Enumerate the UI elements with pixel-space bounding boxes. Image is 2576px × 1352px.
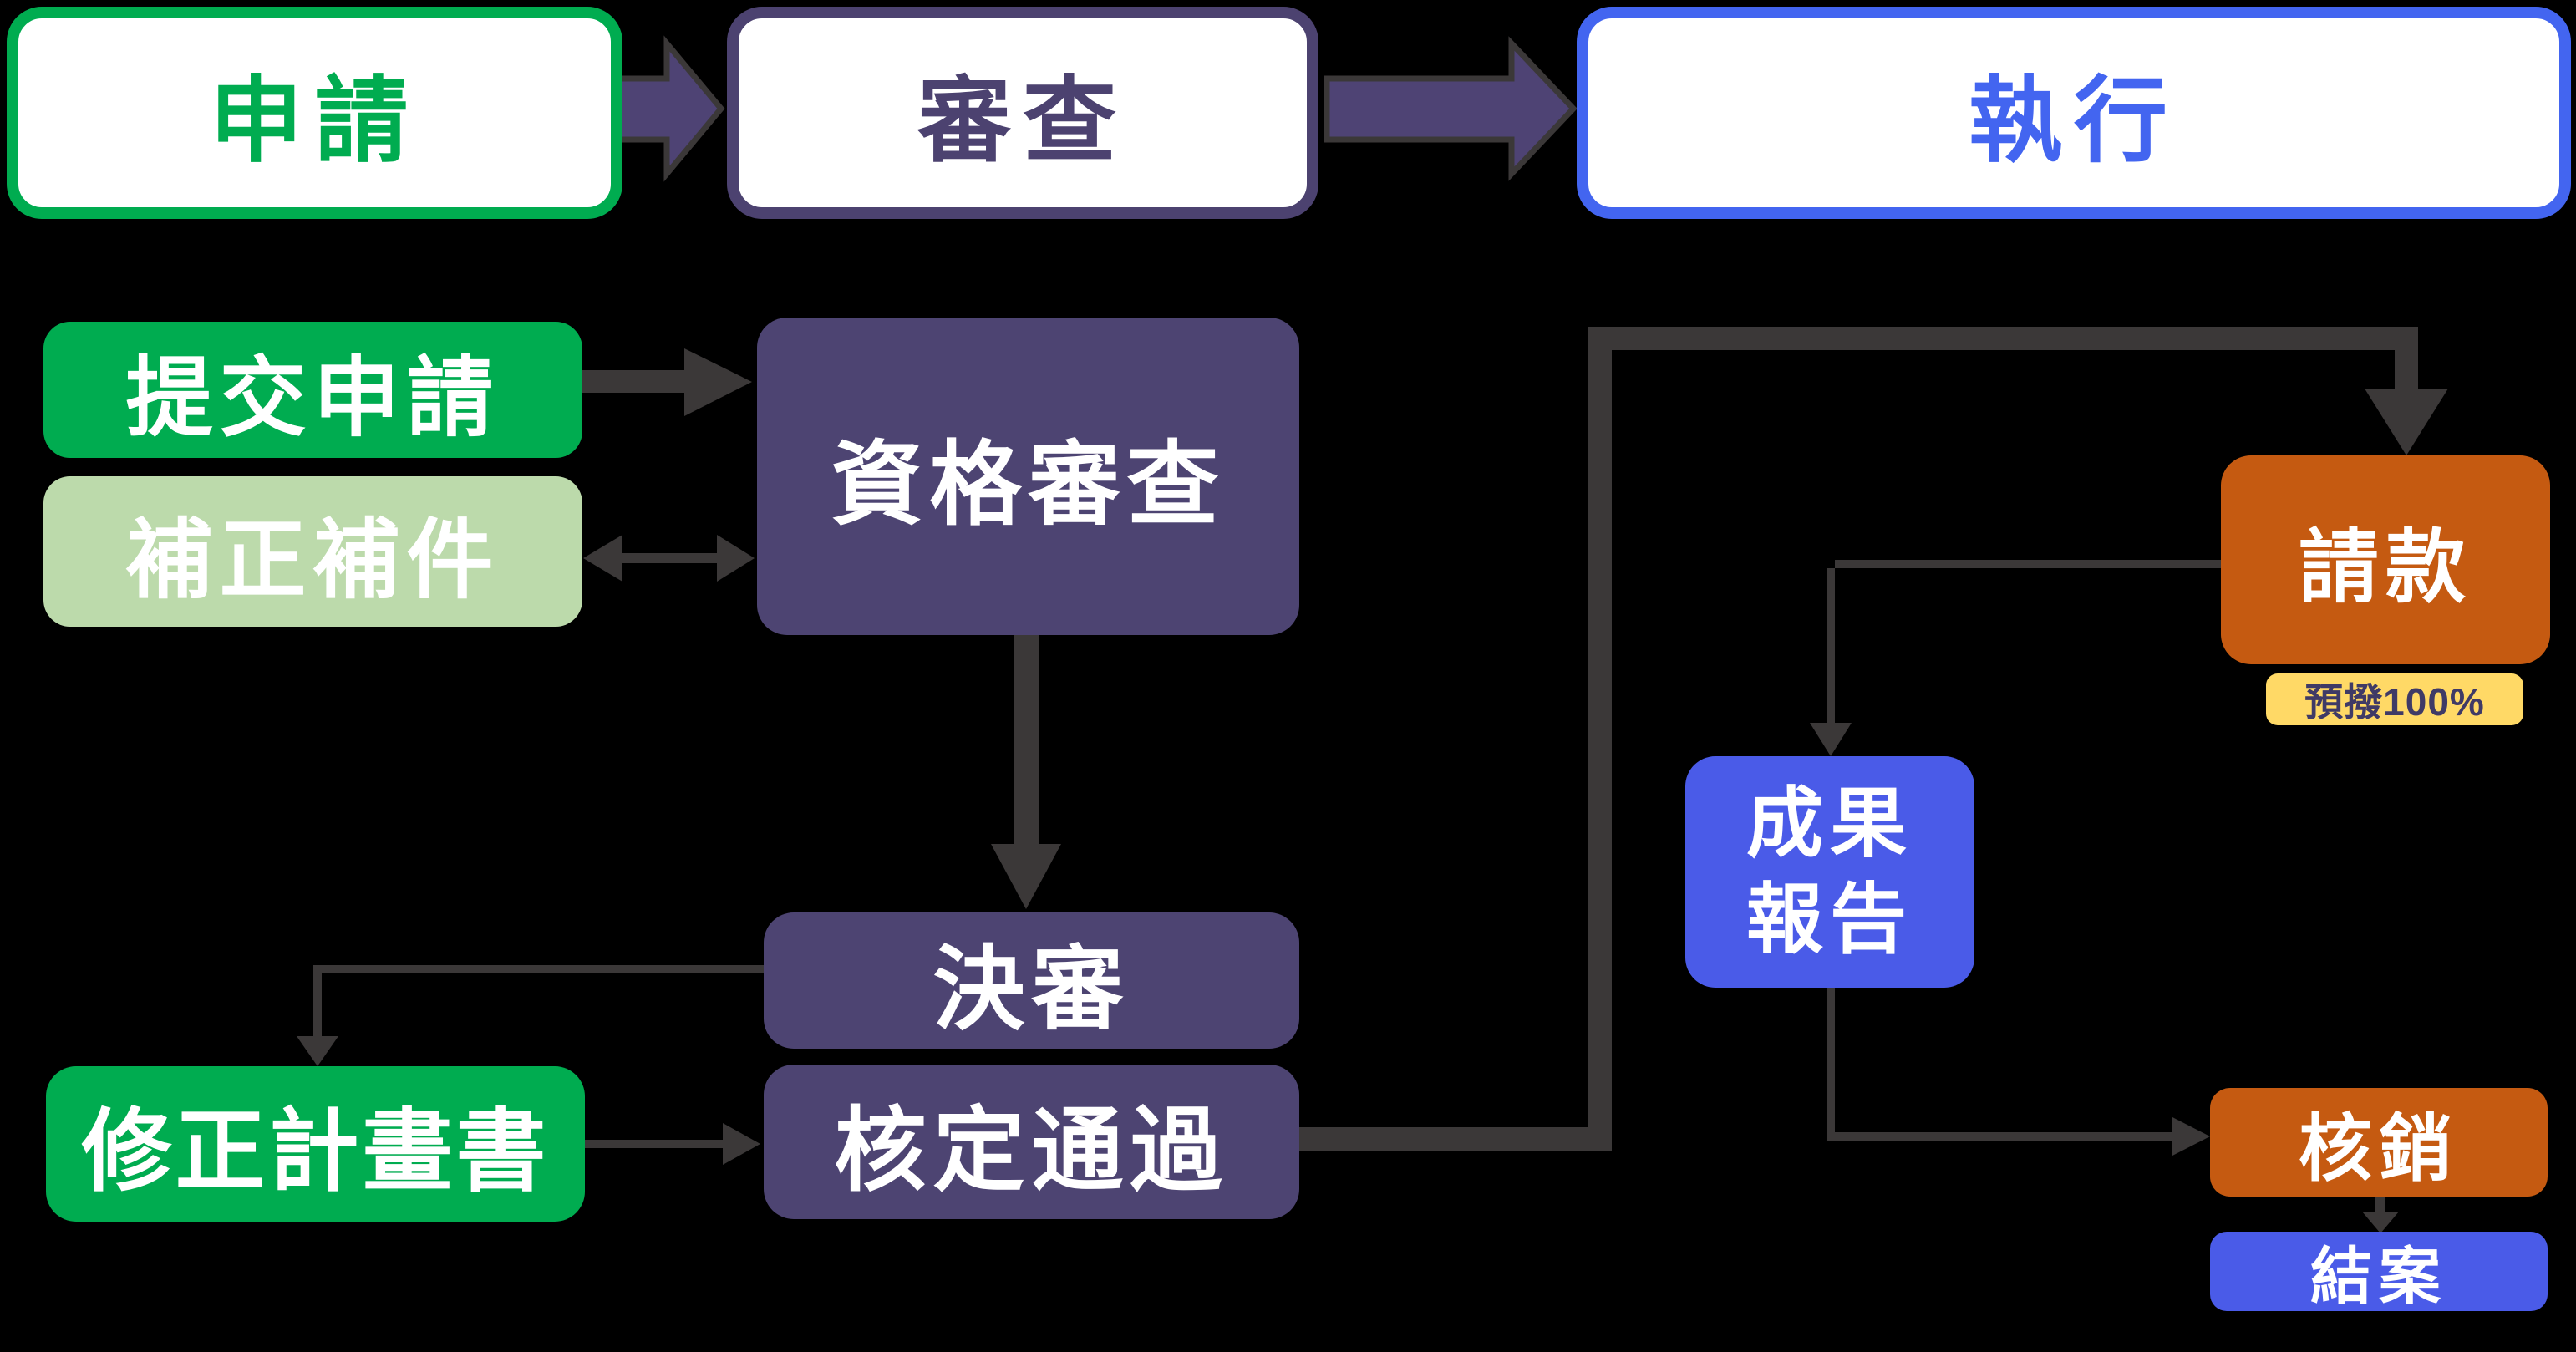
node-qualification-review: 資格審查 bbox=[757, 318, 1299, 635]
arrow-report-to-writeoff bbox=[1827, 988, 2210, 1156]
arrow-final-to-revise bbox=[297, 965, 764, 1066]
node-case-closed: 結案 bbox=[2210, 1232, 2548, 1311]
arrow-revise-to-approve bbox=[585, 1123, 760, 1165]
node-submit-application: 提交申請 bbox=[43, 322, 582, 458]
header-review-label: 審查 bbox=[917, 69, 1128, 173]
header-apply-label: 申請 bbox=[209, 69, 420, 173]
block-arrow-review-to-execute bbox=[1324, 36, 1578, 181]
node-results-report: 成果 報告 bbox=[1685, 756, 1974, 988]
header-review: 審查 bbox=[727, 7, 1318, 219]
node-final-review-label: 決審 bbox=[932, 938, 1130, 1041]
node-final-review: 決審 bbox=[764, 912, 1299, 1049]
node-writeoff: 核銷 bbox=[2210, 1088, 2548, 1197]
node-results-report-line2: 報告 bbox=[1745, 877, 1913, 963]
node-qualification-review-label: 資格審查 bbox=[831, 434, 1226, 536]
node-results-report-line1: 成果 bbox=[1745, 780, 1913, 867]
node-writeoff-label: 核銷 bbox=[2298, 1106, 2459, 1190]
node-payment-request-label: 請款 bbox=[2299, 522, 2472, 612]
arrow-payment-to-report bbox=[1810, 560, 2221, 756]
header-execute: 執行 bbox=[1577, 7, 2571, 219]
node-supplement-correction: 補正補件 bbox=[43, 476, 582, 627]
node-approval-passed: 核定通過 bbox=[764, 1065, 1299, 1219]
header-execute-label: 執行 bbox=[1969, 69, 2179, 173]
badge-advance-100-percent-label: 預撥100% bbox=[2304, 680, 2485, 724]
node-supplement-correction-label: 補正補件 bbox=[125, 511, 500, 609]
arrow-qualify-to-final bbox=[991, 635, 1061, 909]
arrow-approve-to-payment bbox=[1299, 327, 2448, 1151]
header-apply: 申請 bbox=[7, 7, 622, 219]
node-revise-plan-label: 修正計畫書 bbox=[81, 1100, 550, 1202]
node-case-closed-label: 結案 bbox=[2310, 1242, 2447, 1311]
arrow-writeoff-to-closing bbox=[2362, 1197, 2399, 1233]
block-arrow-apply-to-review bbox=[611, 35, 725, 182]
arrow-submit-to-qualify bbox=[582, 348, 752, 416]
node-approval-passed-label: 核定通過 bbox=[834, 1099, 1229, 1202]
node-submit-application-label: 提交申請 bbox=[125, 350, 500, 447]
arrow-supplement-qualify-bidirectional bbox=[583, 535, 755, 582]
badge-advance-100-percent: 預撥100% bbox=[2266, 673, 2523, 725]
node-revise-plan: 修正計畫書 bbox=[46, 1066, 585, 1222]
node-payment-request: 請款 bbox=[2221, 455, 2550, 664]
